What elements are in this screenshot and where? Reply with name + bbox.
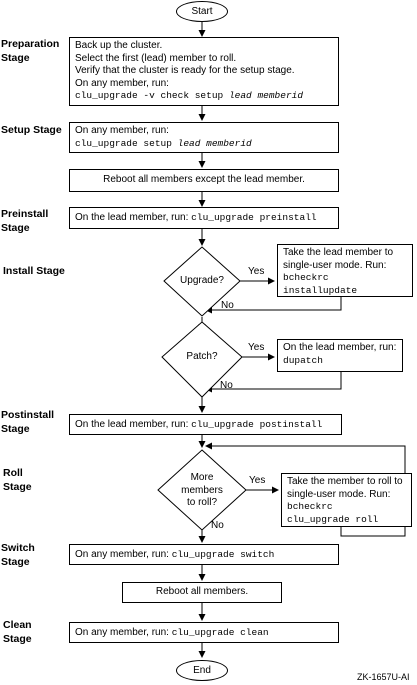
roll-decision-line-1: More xyxy=(190,472,214,483)
upgrade-yes-label: Yes xyxy=(248,266,265,277)
postinstall-line: On the lead member, run: clu_upgrade pos… xyxy=(75,419,341,432)
prep-command-arg: lead memberid xyxy=(228,90,304,101)
stage-label-clean: Clean Stage xyxy=(3,619,32,645)
upgrade-line-2: single-user mode. Run: xyxy=(283,259,387,271)
roll-decision-line-2: members xyxy=(181,484,223,496)
roll-line-2: single-user mode. Run: xyxy=(287,488,391,500)
patch-line-1: On the lead member, run: xyxy=(283,342,397,353)
upgrade-command-1: bcheckrc xyxy=(283,272,329,283)
stage-label-install: Install Stage xyxy=(3,265,65,277)
roll-decision-line-3: to roll? xyxy=(186,497,217,508)
prep-line-3: Verify that the cluster is ready for the… xyxy=(75,65,295,76)
switch-box: On any member, run: clu_upgrade switch xyxy=(69,544,339,565)
postinstall-text: On the lead member, run: xyxy=(75,419,192,430)
prep-command-text: clu_upgrade -v check setup xyxy=(75,90,229,101)
end-terminator: End xyxy=(176,660,228,681)
preinstall-command: clu_upgrade preinstall xyxy=(191,212,317,223)
reboot-except-lead-box: Reboot all members except the lead membe… xyxy=(69,169,339,192)
reboot-except-lead-text: Reboot all members except the lead membe… xyxy=(103,174,305,186)
setup-command-text: clu_upgrade setup xyxy=(75,137,178,149)
stage-label-switch: Switch Stage xyxy=(1,542,35,568)
switch-line: On any member, run: clu_upgrade switch xyxy=(75,549,338,562)
clean-box: On any member, run: clu_upgrade clean xyxy=(69,622,339,643)
stage-label-roll: Roll Stage xyxy=(3,467,32,493)
reboot-all-text: Reboot all members. xyxy=(155,586,249,598)
stage-label-preparation: Preparation Stage xyxy=(1,38,60,64)
reboot-all-box: Reboot all members. xyxy=(122,582,282,603)
preparation-box: Back up the cluster. Select the first (l… xyxy=(69,37,339,106)
prep-line-1: Back up the cluster. xyxy=(75,40,163,51)
roll-command-1: bcheckrc xyxy=(287,501,333,512)
roll-yes-label: Yes xyxy=(249,475,266,486)
prep-command: clu_upgrade -v check setup lead memberid xyxy=(75,90,338,103)
patch-yes-label: Yes xyxy=(248,342,265,353)
prep-line-2: Select the first (lead) member to roll. xyxy=(75,52,237,64)
upgrade-decision-label: Upgrade? xyxy=(180,275,224,286)
setup-command: clu_upgrade setup lead memberid xyxy=(75,138,338,151)
stage-label-postinstall: Postinstall Stage xyxy=(1,409,55,435)
clean-command: clu_upgrade clean xyxy=(171,627,269,638)
upgrade-command-2: installupdate xyxy=(283,284,358,296)
clean-line: On any member, run: clu_upgrade clean xyxy=(75,627,338,640)
end-label: End xyxy=(193,665,211,676)
stage-label-preinstall: Preinstall Stage xyxy=(1,208,49,234)
upgrade-line-1: Take the lead member to xyxy=(283,247,394,258)
clean-text: On any member, run: xyxy=(75,627,172,638)
postinstall-command: clu_upgrade postinstall xyxy=(191,419,323,430)
start-terminator: Start xyxy=(176,1,228,22)
switch-command: clu_upgrade switch xyxy=(171,549,275,560)
switch-text: On any member, run: xyxy=(75,549,172,560)
roll-line-1: Take the member to roll to xyxy=(287,476,403,487)
upgrade-no-label: No xyxy=(221,300,234,311)
roll-no-label: No xyxy=(211,520,224,531)
patch-action-box: On the lead member, run: dupatch xyxy=(277,339,403,372)
postinstall-box: On the lead member, run: clu_upgrade pos… xyxy=(69,414,342,435)
patch-command: dupatch xyxy=(283,354,323,366)
patch-decision-shape xyxy=(161,321,243,398)
roll-decision-label: More members to roll? xyxy=(158,472,246,510)
patch-no-label: No xyxy=(220,380,233,391)
setup-command-arg: lead memberid xyxy=(177,137,252,149)
roll-action-box: Take the member to roll to single-user m… xyxy=(281,473,412,527)
upgrade-decision-shape xyxy=(163,246,241,317)
stage-label-setup: Setup Stage xyxy=(1,124,62,136)
prep-line-4: On any member, run: xyxy=(75,77,169,89)
preinstall-text: On the lead member, run: xyxy=(75,212,192,223)
preinstall-line: On the lead member, run: clu_upgrade pre… xyxy=(75,212,338,225)
roll-decision-shape xyxy=(157,449,247,531)
figure-id: ZK-1657U-AI xyxy=(357,672,410,682)
preinstall-box: On the lead member, run: clu_upgrade pre… xyxy=(69,207,339,229)
setup-box: On any member, run: clu_upgrade setup le… xyxy=(69,122,339,153)
start-label: Start xyxy=(191,6,213,17)
upgrade-action-box: Take the lead member to single-user mode… xyxy=(277,244,413,297)
setup-line-1: On any member, run: xyxy=(75,125,169,136)
patch-decision-label: Patch? xyxy=(186,351,218,362)
roll-command-2: clu_upgrade roll xyxy=(287,513,379,525)
